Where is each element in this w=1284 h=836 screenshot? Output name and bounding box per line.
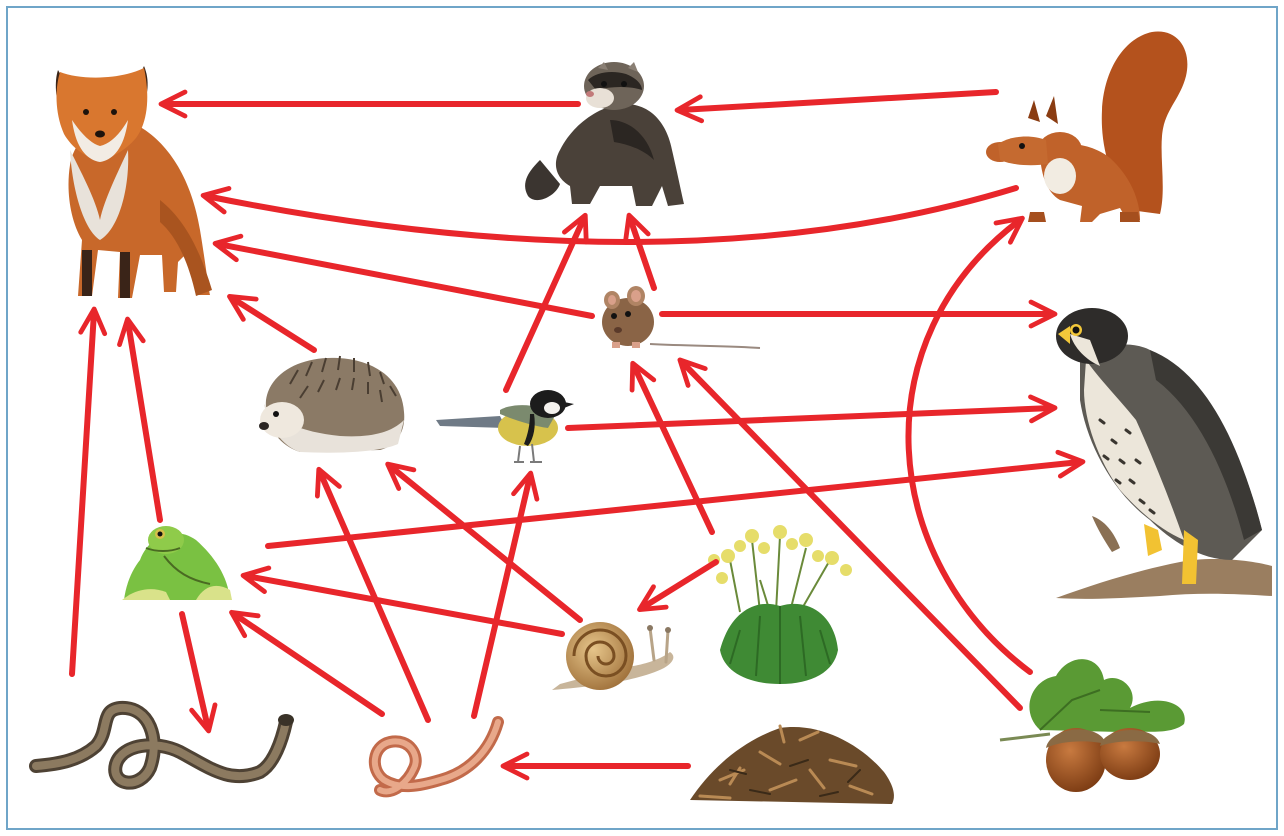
fox-icon — [56, 66, 212, 298]
frog-icon — [122, 526, 232, 600]
link-squirrel-to-fox — [206, 188, 1016, 242]
link-snail-to-frog — [246, 576, 562, 634]
link-frog-to-fox — [128, 322, 160, 520]
falcon-icon — [1056, 308, 1272, 599]
bird-icon — [436, 390, 574, 462]
link-mouse-to-ferret — [630, 218, 654, 288]
snake-icon — [36, 708, 294, 783]
link-snake-to-fox — [72, 312, 94, 674]
link-hedgehog-to-fox — [232, 298, 314, 350]
link-worm-to-frog — [234, 614, 382, 714]
flower-icon — [708, 525, 852, 684]
snail-icon — [552, 622, 673, 690]
link-frog-to-falcon — [268, 462, 1080, 546]
leaf-litter-icon — [690, 726, 894, 804]
link-worm-to-tit — [474, 476, 530, 716]
link-squirrel-to-ferret — [680, 92, 996, 110]
worm-icon — [375, 722, 498, 791]
link-tit-to-falcon — [568, 408, 1052, 428]
link-mouse-to-fox — [218, 244, 592, 316]
acorn-icon — [1000, 659, 1185, 792]
link-frog-to-snake — [182, 614, 208, 728]
hedgehog-icon — [259, 356, 404, 453]
link-snail-to-hedgehog — [390, 466, 580, 620]
ferret-icon — [525, 62, 684, 206]
squirrel-icon — [986, 32, 1187, 222]
link-primrose-to-snail — [642, 562, 716, 608]
link-acorns-to-squirrel — [908, 220, 1030, 672]
